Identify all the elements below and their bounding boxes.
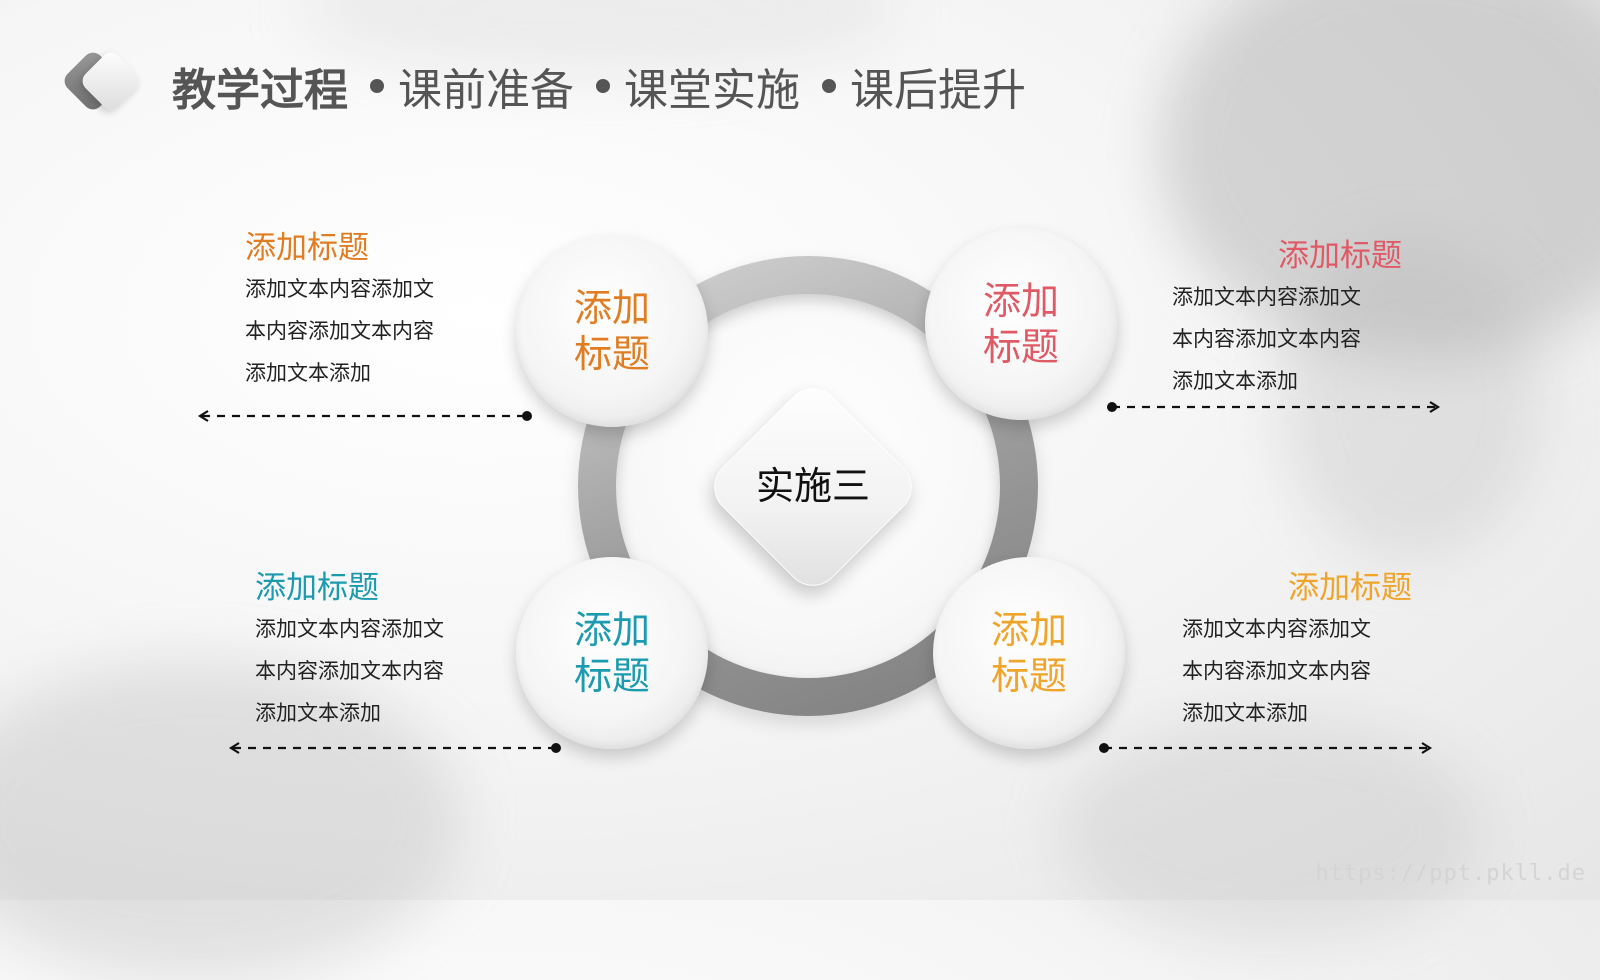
text-block-top-left: 添加标题 添加文本内容添加文 本内容添加文本内容 添加文本添加 <box>245 228 475 394</box>
block-line: 添加文本内容添加文 <box>1182 617 1371 641</box>
arrow-left-icon <box>197 410 209 422</box>
header-item-improve: 课后提升 <box>850 65 1026 116</box>
circle-label: 添加标题 <box>982 279 1059 369</box>
block-line: 添加文本内容添加文 <box>245 277 434 301</box>
circle-label: 添加标题 <box>990 608 1067 698</box>
circle-top-left: 添加标题 <box>516 235 708 427</box>
circle-top-right: 添加标题 <box>925 228 1117 420</box>
header-item-prep: 课前准备 <box>398 65 574 116</box>
bullet-dot <box>822 79 836 93</box>
arrow-left-icon <box>228 742 240 754</box>
connector-dot <box>1099 743 1109 753</box>
connector-dot <box>522 411 532 421</box>
circle-bottom-right: 添加标题 <box>933 557 1125 749</box>
header-item-implement: 课堂实施 <box>624 65 800 116</box>
block-line: 添加文本添加 <box>255 701 381 725</box>
block-line: 本内容添加文本内容 <box>1182 659 1371 683</box>
block-line: 本内容添加文本内容 <box>245 319 434 343</box>
block-title: 添加标题 <box>1288 570 1412 606</box>
bullet-dot <box>596 79 610 93</box>
bullet-dot <box>370 79 384 93</box>
circle-label: 添加标题 <box>573 608 650 698</box>
circle-label: 添加标题 <box>573 286 650 376</box>
text-block-top-right: 添加标题 添加文本内容添加文 本内容添加文本内容 添加文本添加 <box>1172 236 1402 402</box>
arrow-right-icon <box>1421 742 1433 754</box>
center-label: 实施三 <box>755 464 870 508</box>
text-block-bottom-right: 添加标题 添加文本内容添加文 本内容添加文本内容 添加文本添加 <box>1182 568 1412 734</box>
connector-dot <box>551 743 561 753</box>
block-line: 添加文本内容添加文 <box>1172 285 1361 309</box>
block-title: 添加标题 <box>255 570 379 606</box>
block-line: 添加文本添加 <box>1172 369 1298 393</box>
header-breadcrumb: 教学过程 课前准备 课堂实施 课后提升 <box>172 56 1026 116</box>
logo-icon <box>60 48 144 120</box>
watermark: https://ppt.pkll.de <box>1315 861 1586 886</box>
circle-bottom-left: 添加标题 <box>516 557 708 749</box>
arrow-right-icon <box>1429 401 1441 413</box>
connector-dot <box>1107 402 1117 412</box>
block-title: 添加标题 <box>1278 238 1402 274</box>
block-title: 添加标题 <box>245 230 369 266</box>
block-line: 本内容添加文本内容 <box>1172 327 1361 351</box>
header-title: 教学过程 <box>172 65 348 116</box>
block-line: 添加文本内容添加文 <box>255 617 444 641</box>
block-line: 添加文本添加 <box>245 361 371 385</box>
text-block-bottom-left: 添加标题 添加文本内容添加文 本内容添加文本内容 添加文本添加 <box>255 568 485 734</box>
block-line: 添加文本添加 <box>1182 701 1308 725</box>
block-line: 本内容添加文本内容 <box>255 659 444 683</box>
